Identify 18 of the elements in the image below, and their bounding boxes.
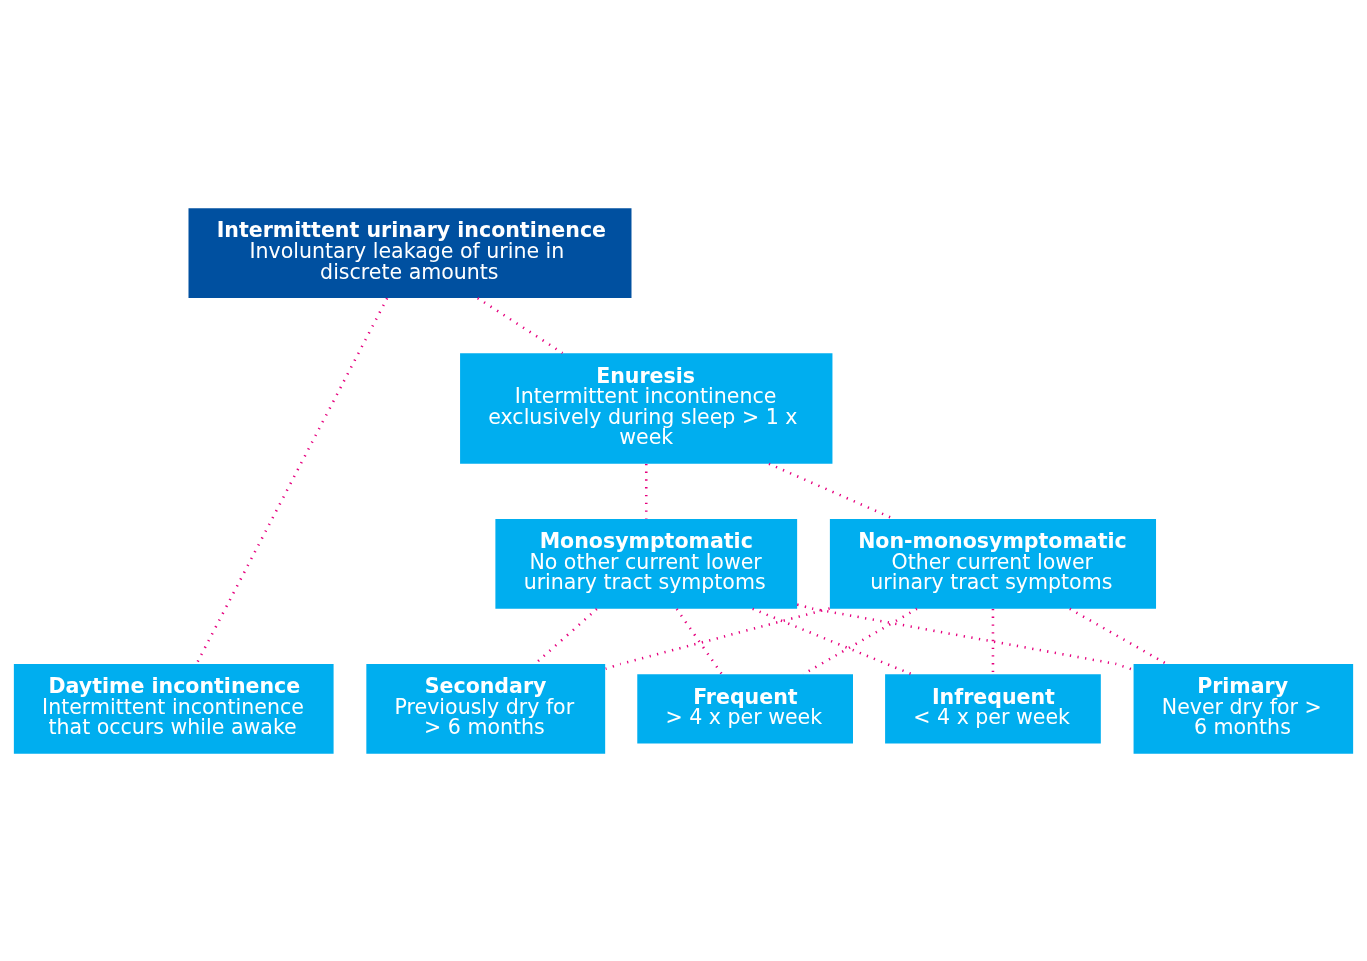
connector — [477, 296, 564, 354]
node-box: Intermittent urinary incontinence Involuntary leakage of urine in discrete amounts — [188, 207, 632, 298]
node-box: Infrequent < 4 x per week — [885, 673, 1101, 744]
connector — [991, 608, 995, 674]
node-box: Frequent > 4 x per week — [637, 673, 853, 744]
connector — [675, 607, 723, 675]
connector — [796, 602, 1134, 671]
connector — [195, 297, 389, 664]
node-box: Non-monosymptomatic Other current lower urinary tract symptoms — [829, 518, 1157, 609]
connector — [752, 607, 913, 675]
node-box: Daytime incontinence Intermittent incontinence that occurs while awake — [13, 663, 334, 754]
node-box: Primary Never dry for > 6 months — [1133, 663, 1354, 754]
connector — [802, 607, 918, 675]
node-box: Enuresis Intermittent incontinence exclusively during sleep > 1 x week — [460, 352, 833, 464]
node-box: Monosymptomatic No other current lower urinary tract symptoms — [495, 518, 798, 609]
node-box: Secondary Previously dry for > 6 months — [366, 663, 606, 754]
connector — [605, 606, 830, 670]
connector — [1069, 607, 1167, 665]
